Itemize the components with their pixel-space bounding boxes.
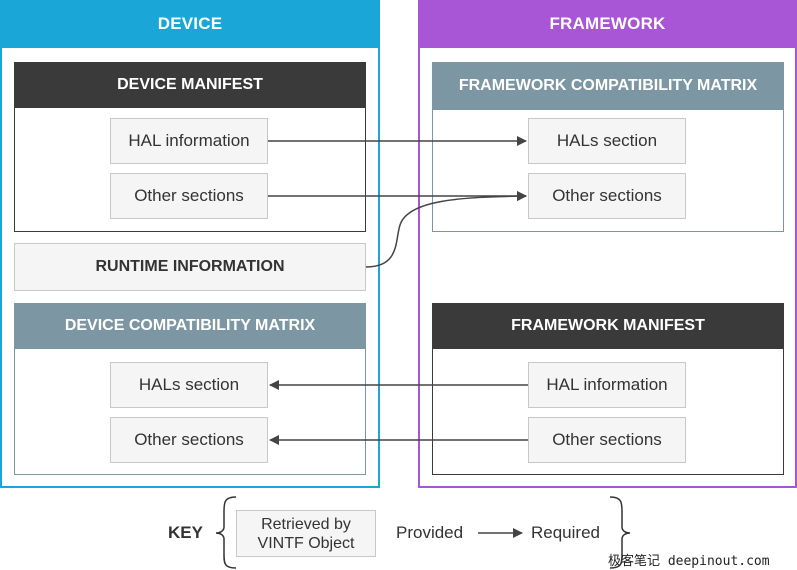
framework-manifest-hal-info: HAL information [528, 362, 686, 408]
device-panel: DEVICE [0, 0, 380, 488]
key-left-brace [215, 496, 237, 569]
framework-manifest-other-sections: Other sections [528, 417, 686, 463]
arrow-runtime-to-other-sections [365, 191, 527, 268]
key-right-brace [609, 496, 631, 569]
key-retrieved-line1: Retrieved by [261, 515, 351, 533]
device-compat-hals-section: HALs section [110, 362, 268, 408]
framework-compat-matrix-title: FRAMEWORK COMPATIBILITY MATRIX [432, 62, 784, 110]
device-title: DEVICE [0, 0, 380, 48]
framework-panel: FRAMEWORK [418, 0, 797, 488]
framework-manifest-title: FRAMEWORK MANIFEST [432, 303, 784, 349]
key-label: KEY [168, 523, 203, 542]
device-compat-matrix-title: DEVICE COMPATIBILITY MATRIX [14, 303, 366, 349]
runtime-information: RUNTIME INFORMATION [14, 243, 366, 291]
device-compat-other-sections: Other sections [110, 417, 268, 463]
device-manifest-hal-info: HAL information [110, 118, 268, 164]
framework-compat-hals-section: HALs section [528, 118, 686, 164]
key-provided: Provided [396, 523, 464, 542]
key-retrieved-line2: VINTF Object [257, 534, 355, 552]
device-manifest-other-sections: Other sections [110, 173, 268, 219]
watermark: 极客笔记 deepinout.com [608, 554, 770, 569]
key-required: Required [531, 523, 600, 542]
framework-title: FRAMEWORK [418, 0, 797, 48]
framework-compat-other-sections: Other sections [528, 173, 686, 219]
key-retrieved-box: Retrieved by VINTF Object [236, 510, 376, 557]
device-manifest-title: DEVICE MANIFEST [14, 62, 366, 108]
